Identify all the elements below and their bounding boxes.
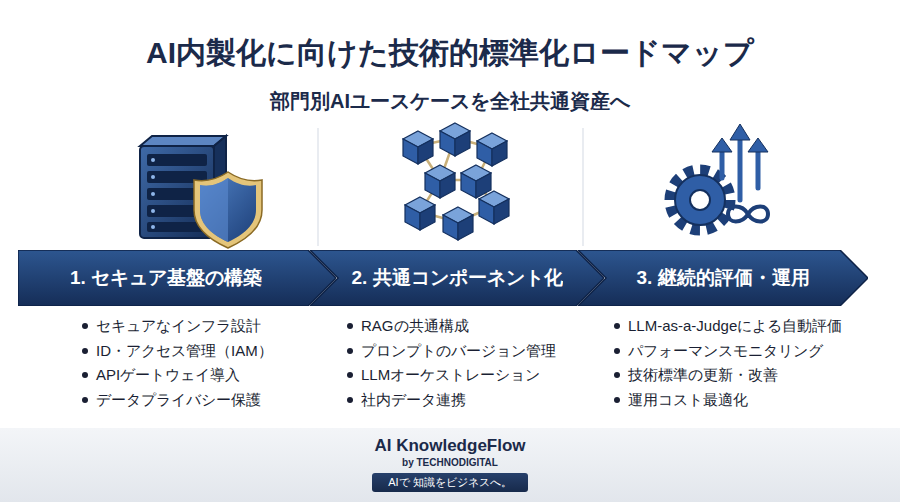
bullet-item: 社内データ連携 bbox=[345, 390, 466, 410]
component-network-icon bbox=[425, 165, 455, 198]
gear-cycle-icon bbox=[728, 207, 768, 222]
gear-cycle-icon bbox=[730, 124, 750, 140]
phase-heading: 3. 継続的評価・運用 bbox=[636, 265, 809, 291]
bullet-item: 運用コスト最適化 bbox=[612, 390, 748, 410]
phase-heading: 1. セキュア基盤の構築 bbox=[70, 265, 262, 291]
bullet-item: データプライバシー保護 bbox=[80, 390, 261, 410]
component-network-icon bbox=[477, 133, 507, 166]
component-network-icon bbox=[440, 123, 470, 156]
server-icon bbox=[151, 192, 155, 196]
component-network-icon bbox=[461, 165, 491, 198]
phase-arrow: 2. 共通コンポーネント化 bbox=[310, 250, 604, 306]
arrow-shape bbox=[578, 250, 868, 306]
divider-line bbox=[583, 128, 584, 246]
brand-text: AI KnowledgeFlow bbox=[374, 436, 525, 456]
tagline-pill: AIで 知識をビジネスへ。 bbox=[372, 473, 527, 492]
arrow-shape bbox=[310, 250, 604, 306]
gear-cycle-icon bbox=[756, 150, 761, 188]
server-icon bbox=[151, 209, 155, 213]
bullet-item: APIゲートウェイ導入 bbox=[80, 365, 240, 385]
bullet-item: ID・アクセス管理（IAM） bbox=[80, 341, 273, 361]
server-icon bbox=[147, 154, 207, 166]
component-network-icon bbox=[479, 191, 509, 224]
component-network-icon bbox=[405, 197, 435, 230]
gear-cycle-icon bbox=[712, 138, 732, 152]
shield-icon bbox=[200, 178, 256, 242]
component-network-icon bbox=[403, 131, 433, 164]
server-icon bbox=[151, 158, 155, 162]
gear-cycle-icon bbox=[738, 138, 743, 200]
gear-cycle-icon bbox=[690, 190, 710, 210]
server-icon bbox=[140, 136, 226, 146]
footer-band: AI KnowledgeFlowby TECHNODIGITAL AIで 知識をビ… bbox=[0, 428, 900, 502]
bullet-item: LLMオーケストレーション bbox=[345, 365, 540, 385]
tagline: AIで 知識をビジネスへ。 bbox=[388, 475, 511, 490]
shield-icon bbox=[194, 172, 262, 248]
divider-line bbox=[318, 128, 319, 246]
server-icon bbox=[151, 175, 155, 179]
component-network-icon bbox=[443, 207, 473, 240]
gear-cycle-icon bbox=[720, 150, 725, 178]
brand-text: by TECHNODIGITAL bbox=[402, 456, 498, 469]
gear-cycle-icon bbox=[675, 175, 725, 225]
bullet-item: LLM-as-a-Judgeによる自動評価 bbox=[612, 316, 842, 336]
bullet-item: RAGの共通構成 bbox=[345, 316, 469, 336]
bullet-item: プロンプトのバージョン管理 bbox=[345, 341, 556, 361]
server-icon bbox=[151, 158, 155, 229]
component-network-icon bbox=[403, 123, 509, 240]
gear-cycle-icon bbox=[670, 124, 768, 230]
phase-heading: 2. 共通コンポーネント化 bbox=[351, 265, 562, 291]
bullet-item: セキュアなインフラ設計 bbox=[80, 316, 261, 336]
arrow-shape bbox=[18, 250, 336, 306]
shield-icon bbox=[194, 172, 262, 248]
gear-cycle-icon bbox=[712, 124, 768, 152]
title: AI内製化に向けた技術的標準化ロードマップ bbox=[0, 34, 900, 72]
bullet-item: パフォーマンスモニタリング bbox=[612, 341, 823, 361]
phase-arrow: 1. セキュア基盤の構築 bbox=[18, 250, 336, 306]
bullet-item: 技術標準の更新・改善 bbox=[612, 365, 778, 385]
gear-cycle-icon bbox=[748, 138, 768, 152]
shield-icon bbox=[200, 178, 228, 242]
server-icon bbox=[151, 225, 155, 229]
phase-arrow: 3. 継続的評価・運用 bbox=[578, 250, 868, 306]
subtitle: 部門別AIユースケースを全社共通資産へ bbox=[0, 88, 900, 114]
